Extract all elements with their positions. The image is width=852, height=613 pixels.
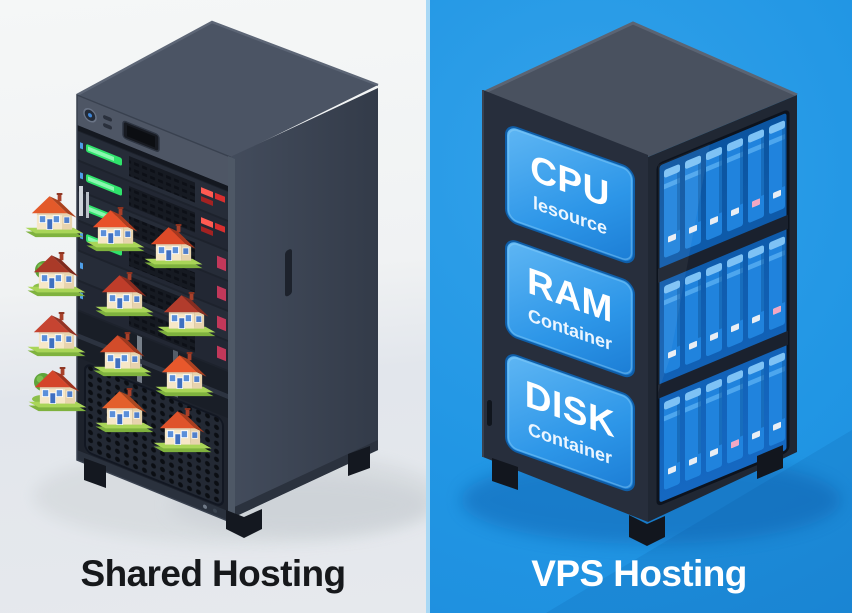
rack-side-face	[230, 87, 378, 519]
tower-feet	[492, 445, 783, 546]
vps-hosting-title: VPS Hosting	[531, 553, 747, 594]
cpu-resource-panel: CPU lesource	[505, 126, 635, 264]
house-icon	[25, 192, 84, 238]
vps-tower: CPU lesource RAM Container DISK Containe…	[482, 21, 798, 546]
ram-container-panel: RAM Container	[505, 240, 635, 378]
shared-hosting-illustration	[25, 20, 426, 544]
rack-bezel	[77, 95, 230, 187]
vps-hosting-illustration: CPU lesource RAM Container DISK Containe…	[461, 21, 852, 613]
disk-container-panel: DISK Container	[505, 354, 635, 492]
rack-feet	[84, 446, 370, 538]
shared-hosting-title: Shared Hosting	[80, 553, 346, 594]
tower-side-face	[656, 110, 790, 506]
shared-hosting-panel: Shared Hosting	[0, 0, 426, 613]
server-rack	[76, 20, 379, 538]
vps-hosting-panel: CPU lesource RAM Container DISK Containe…	[426, 0, 852, 613]
server-row	[78, 131, 229, 221]
server-row	[78, 161, 229, 251]
